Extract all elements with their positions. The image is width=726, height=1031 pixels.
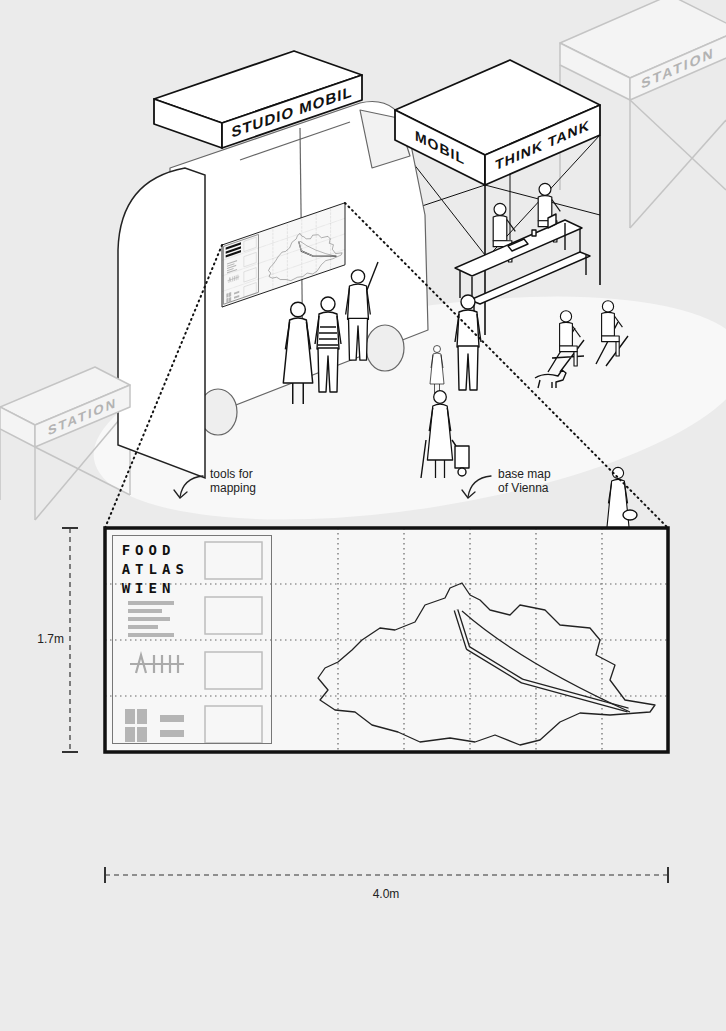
think-tank-frame: [599, 135, 601, 285]
station-frame: [0, 65, 726, 520]
sign-text: FOOD ATLAS WIEN: [122, 541, 206, 598]
visitors: [535, 370, 566, 388]
zoom-leader: [345, 203, 668, 528]
visitors: [623, 510, 637, 520]
sign-face: [485, 105, 600, 185]
think-tank-people: [470, 252, 590, 304]
awning-panel: [118, 168, 205, 478]
van-map-board: [222, 203, 345, 307]
station-sign: STATION: [560, 0, 726, 105]
callout-arrow: [462, 490, 475, 498]
sign-face: [222, 75, 362, 148]
dimension-line: [69, 528, 70, 752]
callout-arrow: [468, 476, 491, 497]
think-tank-sign: MOBILTHINK TANK: [395, 60, 600, 185]
van-map-board: [222, 203, 345, 307]
callout-note: tools for mapping: [210, 467, 272, 495]
van: [366, 325, 404, 371]
visitors: [367, 262, 378, 290]
station-frame: [630, 120, 726, 228]
visitors: [346, 270, 371, 360]
station-frame: [0, 429, 1, 500]
dimension-line: [62, 528, 668, 883]
dimension-label: 4.0m: [356, 887, 416, 901]
visitors: [283, 262, 637, 545]
callout-arrow: [180, 476, 203, 497]
visitors: [430, 346, 444, 395]
visitors: [560, 311, 581, 366]
sign-face: [630, 30, 726, 100]
visitors: [455, 446, 469, 468]
visitors: [602, 301, 623, 356]
callout-note: base map of Vienna: [498, 467, 560, 495]
think-tank-people: [532, 230, 536, 236]
dimension-line: [62, 751, 78, 753]
van-map-board: [226, 250, 241, 257]
tools-panel: FOOD ATLAS WIEN: [112, 535, 272, 744]
think-tank-people: [508, 239, 528, 251]
dimension-label: 1.7m: [14, 632, 64, 646]
visitors: [427, 391, 452, 478]
sign-face: [0, 407, 35, 447]
visitors: [458, 468, 466, 476]
station-frame: [630, 100, 726, 190]
visitors: [421, 440, 456, 478]
visitors: [318, 327, 338, 345]
station-frame: [34, 447, 36, 520]
sign-face: [154, 99, 222, 148]
station-sign: STATION: [0, 367, 130, 447]
sign-face: [395, 110, 485, 185]
van-map-board: [222, 203, 345, 307]
van: [170, 102, 428, 435]
station-frame: [629, 100, 631, 228]
van-map-board: [224, 234, 259, 304]
visitors: [283, 302, 312, 404]
van-sign: STUDIO MOBIL: [154, 51, 362, 148]
callout-arrow: [174, 490, 187, 498]
zoom-leader: [105, 203, 668, 528]
dimension-line: [104, 867, 106, 883]
van-map-board: [226, 242, 241, 257]
sign-face: [35, 385, 130, 447]
map-board: [105, 528, 668, 752]
think-tank-people: [548, 214, 556, 228]
visitors: [455, 295, 481, 390]
visitors: [315, 297, 341, 392]
station-frame: [35, 447, 130, 495]
dimension-line: [105, 874, 668, 875]
van: [170, 102, 428, 430]
dimension-line: [667, 867, 669, 883]
dimension-line: [62, 527, 78, 529]
